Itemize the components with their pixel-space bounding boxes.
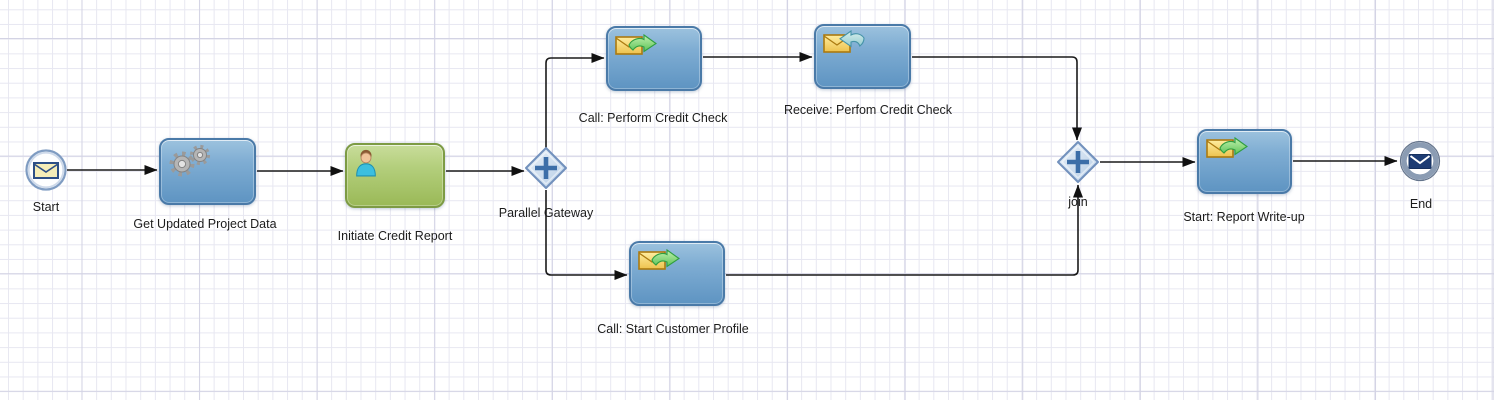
end-event-label: End bbox=[1409, 197, 1433, 211]
person-icon bbox=[356, 149, 376, 177]
start-event-label: Start bbox=[32, 200, 60, 214]
parallel-gateway-split[interactable] bbox=[524, 146, 568, 190]
task-start-report-write-up[interactable] bbox=[1197, 129, 1292, 194]
parallel-gateway-icon bbox=[525, 147, 567, 189]
parallel-gateway-icon bbox=[1057, 141, 1099, 183]
parallel-gateway-split-label: Parallel Gateway bbox=[498, 206, 594, 220]
send-message-icon bbox=[1206, 136, 1248, 158]
task-initiate-credit-report[interactable] bbox=[345, 143, 445, 208]
message-start-event-icon bbox=[25, 149, 67, 191]
end-event-node[interactable] bbox=[1399, 140, 1441, 182]
task-call-perform-credit-check-label: Call: Perform Credit Check bbox=[578, 111, 728, 125]
flow-split-to-call-customer[interactable] bbox=[545, 190, 628, 280]
task-get-updated-project-data-label: Get Updated Project Data bbox=[133, 217, 277, 231]
start-event-node[interactable] bbox=[25, 149, 67, 191]
task-call-perform-credit-check[interactable] bbox=[606, 26, 702, 91]
task-receive-perfom-credit-check-label: Receive: Perfom Credit Check bbox=[783, 103, 953, 117]
message-end-event-icon bbox=[1399, 140, 1441, 182]
send-message-icon bbox=[638, 248, 680, 270]
parallel-gateway-join[interactable] bbox=[1056, 140, 1100, 184]
parallel-gateway-join-label: join bbox=[1068, 195, 1088, 209]
task-start-report-write-up-label: Start: Report Write-up bbox=[1183, 210, 1305, 224]
flow-call-customer-to-join[interactable] bbox=[726, 184, 1083, 276]
task-receive-perfom-credit-check[interactable] bbox=[814, 24, 911, 89]
gears-icon bbox=[169, 144, 211, 177]
task-call-start-customer-profile[interactable] bbox=[629, 241, 725, 306]
flow-split-to-call-credit[interactable] bbox=[545, 53, 605, 149]
task-call-start-customer-profile-label: Call: Start Customer Profile bbox=[597, 322, 749, 336]
task-initiate-credit-report-label: Initiate Credit Report bbox=[337, 229, 453, 243]
receive-message-icon bbox=[823, 30, 865, 53]
flow-receive-to-join[interactable] bbox=[912, 56, 1082, 141]
send-message-icon bbox=[615, 33, 657, 55]
task-get-updated-project-data[interactable] bbox=[159, 138, 256, 205]
